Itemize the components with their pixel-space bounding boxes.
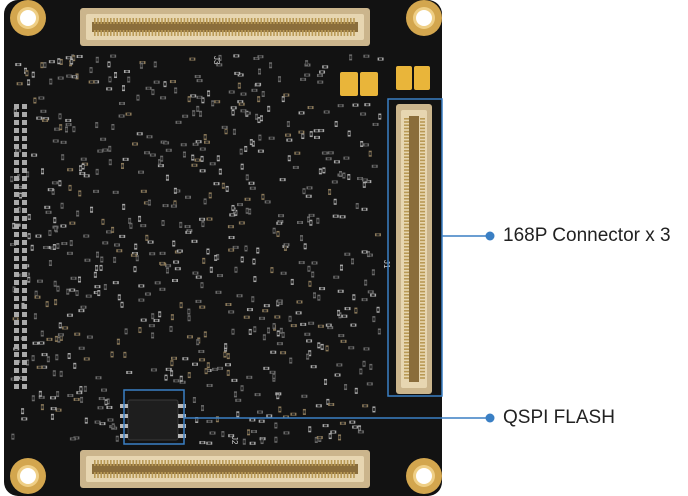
connector-callout-label: 168P Connector x 3 xyxy=(503,225,671,246)
connector-j1 xyxy=(396,104,432,394)
mounting-hole-bottom-right xyxy=(406,458,442,494)
flash-callout-label: QSPI FLASH xyxy=(503,407,615,428)
callout-dot xyxy=(485,231,495,241)
silkscreen-j1: J1 xyxy=(382,260,391,269)
callout-connector xyxy=(387,98,495,397)
mounting-hole-bottom-left xyxy=(10,458,46,494)
mounting-hole-top-left xyxy=(10,0,46,36)
qspi-flash-chip xyxy=(120,399,186,441)
capacitors xyxy=(340,66,430,96)
mounting-hole-top-right xyxy=(406,0,442,36)
connector-j3 xyxy=(80,8,370,46)
pcb-components xyxy=(10,54,384,445)
connector-j2 xyxy=(80,450,370,488)
callout-flash xyxy=(123,389,495,445)
silkscreen-j3: J3 xyxy=(212,56,221,65)
silkscreen-j2: J2 xyxy=(230,436,239,445)
callout-dot xyxy=(485,413,495,423)
